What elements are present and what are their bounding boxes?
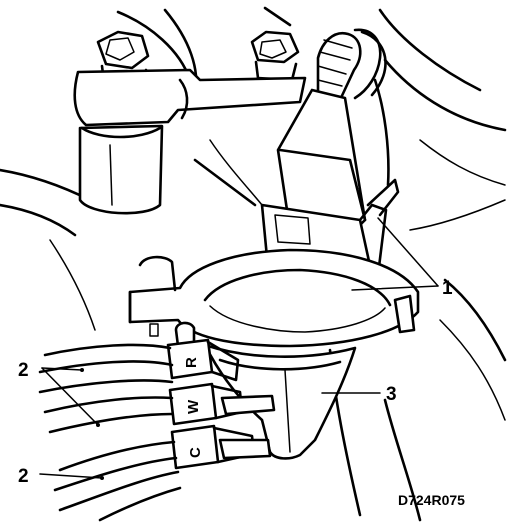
figure-reference: D724R075	[398, 492, 465, 508]
callout-3: 3	[386, 384, 397, 405]
wire-label-r: R	[183, 357, 200, 368]
engine-casting-outline	[0, 6, 507, 522]
leader-lines	[39, 217, 439, 480]
ht-terminal-w	[168, 382, 276, 426]
ht-terminal-r	[166, 338, 240, 382]
mounting-bolt-right	[250, 30, 300, 82]
mounting-bracket	[73, 68, 307, 215]
ht-terminal-c	[170, 424, 272, 470]
callout-1: 1	[442, 278, 453, 299]
wire-label-w: W	[185, 399, 202, 414]
wiring-harness-upper	[38, 343, 174, 434]
callout-2-upper: 2	[18, 360, 29, 381]
wiring-harness-lower	[53, 440, 182, 522]
callout-2-lower: 2	[18, 466, 29, 487]
wire-label-c: C	[187, 447, 204, 458]
